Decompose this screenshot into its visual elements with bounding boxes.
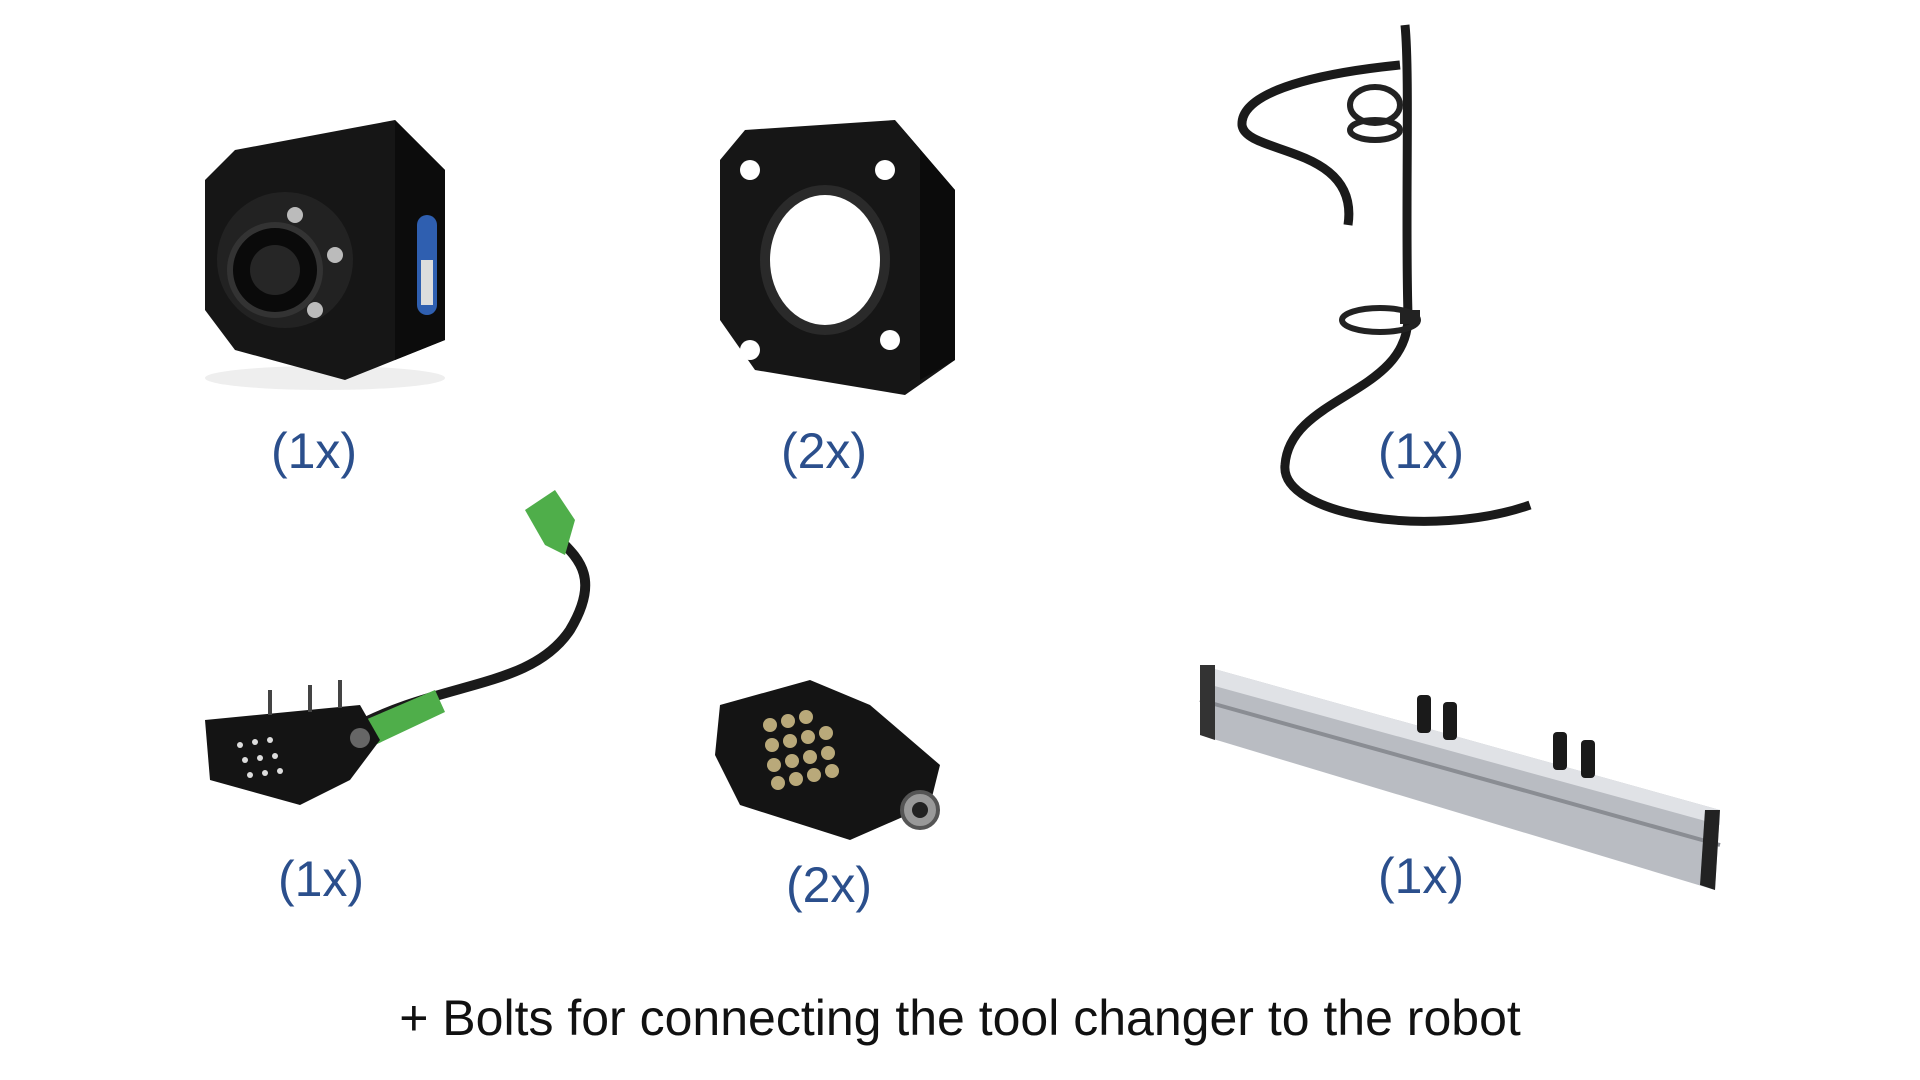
- quantity-label: (1x): [277, 851, 365, 907]
- quantity-label: (1x): [1377, 423, 1465, 479]
- electrical-module-with-cable-image: [205, 490, 591, 805]
- tool-changer-robot-side-image: [205, 120, 445, 390]
- quantity-label: (2x): [780, 423, 868, 479]
- tool-changer-tool-side-image: [720, 120, 955, 395]
- cable-holder-image: [1237, 24, 1532, 526]
- quantity-label: (1x): [1377, 848, 1465, 904]
- quantity-label: (1x): [270, 423, 358, 479]
- bolts-caption: + Bolts for connecting the tool changer …: [399, 990, 1521, 1046]
- tool-rack-rail-image: [1199, 665, 1721, 890]
- electrical-module-tool-side-image: [715, 680, 940, 840]
- quantity-label: (2x): [785, 857, 873, 913]
